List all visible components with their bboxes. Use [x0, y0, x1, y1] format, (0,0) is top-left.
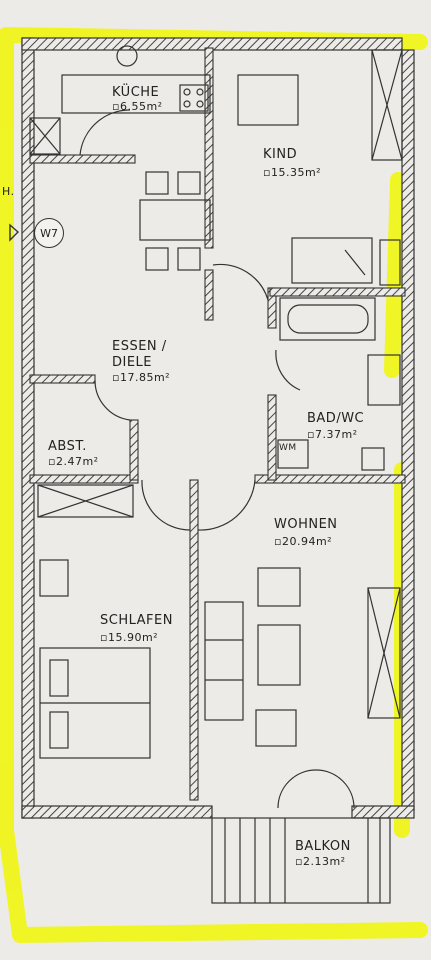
- kind-furniture: [212, 49, 403, 301]
- room-kueche-name: KÜCHE: [112, 85, 160, 100]
- wm-label: WM: [279, 443, 297, 453]
- interior-walls: [29, 47, 406, 801]
- schlafen-furniture: [39, 559, 151, 759]
- room-schlafen-name: SCHLAFEN: [100, 613, 173, 628]
- wohnen-furniture: [204, 567, 401, 809]
- room-essen-area: ▫17.85m²: [112, 371, 171, 384]
- edge-marker-label: H.: [2, 185, 15, 198]
- room-essen-name: ESSEN /: [112, 339, 167, 354]
- room-wohnen-area: ▫20.94m²: [274, 535, 333, 548]
- room-balkon-name: BALKON: [295, 839, 351, 854]
- room-wohnen-name: WOHNEN: [274, 517, 338, 532]
- window-tag-label: W7: [40, 226, 58, 240]
- room-kind-area: ▫15.35m²: [263, 166, 322, 179]
- dining-table: [139, 171, 211, 271]
- bathroom-fixtures: [275, 297, 401, 471]
- room-abst-area: ▫2.47m²: [48, 455, 99, 468]
- room-kueche-area: ▫6.55m²: [112, 100, 163, 113]
- hall-doors: [9, 223, 256, 531]
- room-balkon-area: ▫2.13m²: [295, 855, 346, 868]
- window-tag-w7: W7: [34, 218, 64, 248]
- room-kind-name: KIND: [263, 147, 298, 162]
- room-bad-area: ▫7.37m²: [307, 428, 358, 441]
- kitchen-counter: [29, 45, 211, 156]
- outer-walls: [21, 37, 415, 819]
- balkon: [211, 817, 391, 904]
- room-schlafen-area: ▫15.90m²: [100, 631, 159, 644]
- room-abst-name: ABST.: [48, 439, 87, 454]
- room-essen-name2: DIELE: [112, 355, 153, 370]
- room-bad-name: BAD/WC: [307, 411, 365, 426]
